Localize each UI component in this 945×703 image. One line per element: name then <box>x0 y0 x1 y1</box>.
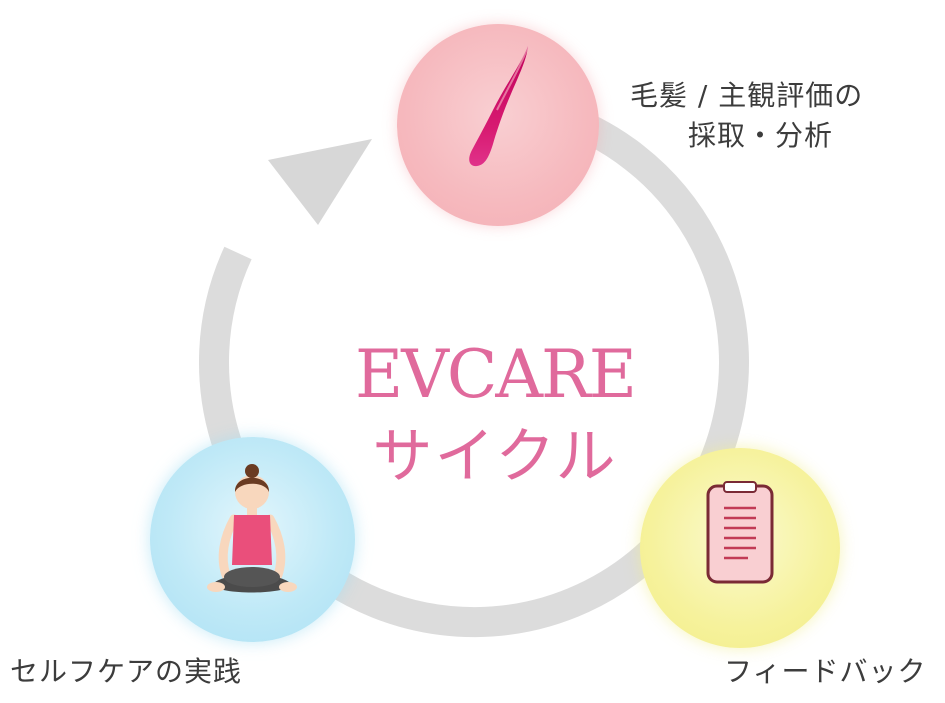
self-care-step-label: セルフケアの実践 <box>10 655 243 688</box>
feedback-step-label: フィードバック <box>724 655 927 688</box>
cycle-title-line1: EVCARE <box>355 336 637 413</box>
hair-analysis-node <box>397 24 599 226</box>
cycle-title-line2: サイクル <box>372 422 618 492</box>
hair-strand-icon <box>469 45 529 167</box>
cycle-arrowhead <box>268 139 372 225</box>
meditating-person-icon <box>207 464 297 593</box>
self-care-node <box>150 437 355 642</box>
hair-step-label-line2: 採取・分析 <box>688 119 834 152</box>
feedback-node <box>640 448 840 648</box>
hair-step-label-line1: 毛髪 / 主観評価の <box>630 79 864 112</box>
clipboard-document-icon <box>706 481 774 584</box>
